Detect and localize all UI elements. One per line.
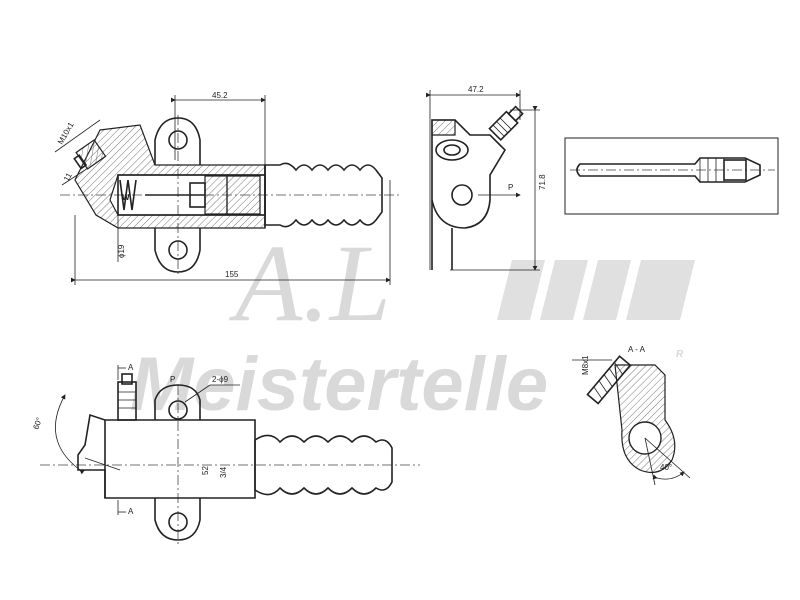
watermark-brand: Meistertelle <box>130 342 548 427</box>
dim-width-top: 45.2 <box>212 91 228 100</box>
section-mark-bottom: A <box>128 507 134 516</box>
dim-total-length: 155 <box>225 270 239 279</box>
dim-end-width: 47.2 <box>468 85 484 94</box>
section-angle: 40° <box>660 463 672 472</box>
dim-bore-dia: ϕ19 <box>117 244 126 258</box>
section-thread: M8x1 <box>581 355 590 375</box>
top-angle: 60° <box>31 416 44 430</box>
dim-small: 11 <box>62 171 74 183</box>
top-view: A A P 2-ϕ9 60° 52 3/4 <box>31 363 420 545</box>
dim-thread: M10x1 <box>56 120 76 146</box>
top-port-label: P <box>170 375 175 384</box>
spring-mark: W <box>122 193 130 202</box>
pushrod-view <box>564 137 779 215</box>
dia-52: 52 <box>201 466 210 475</box>
holes-label: 2-ϕ9 <box>212 375 229 384</box>
watermark-logo: A.L <box>228 222 391 344</box>
side-view: W 45.2 155 ϕ19 M10x1 11 <box>54 91 400 285</box>
dim-end-height: 71.8 <box>538 174 547 190</box>
section-mark-top: A <box>128 363 134 372</box>
fraction-label: 3/4 <box>219 466 228 478</box>
end-view: 47.2 71.8 P <box>426 85 547 271</box>
end-port-label: P <box>508 183 513 192</box>
section-aa-view: A - A M8x1 40° <box>572 345 691 486</box>
section-title: A - A <box>628 345 646 354</box>
watermark: A.L Meistertelle R <box>130 222 695 427</box>
watermark-registered: R <box>676 349 684 360</box>
watermark-stripes <box>497 260 695 320</box>
